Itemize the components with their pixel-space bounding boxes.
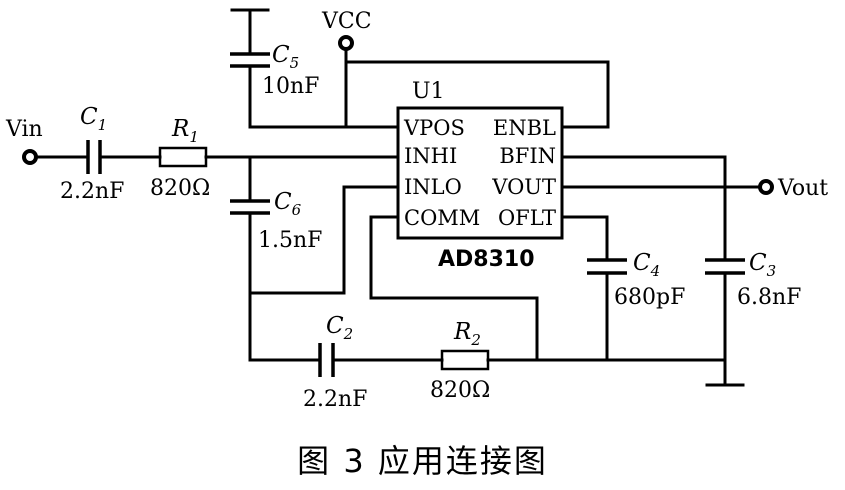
pin-bfin: BFIN [499, 144, 556, 168]
c2-capacitor [318, 343, 335, 377]
vcc-label: VCC [321, 9, 372, 34]
figure-caption: 图 3 应用连接图 [297, 442, 548, 480]
ic-ref-label: U1 [412, 79, 445, 104]
c1-capacitor [86, 140, 102, 174]
c3-symbol: C3 [749, 250, 776, 280]
pin-inhi: INHI [404, 144, 457, 168]
pin-vout: VOUT [491, 175, 556, 199]
vin-label: Vin [5, 117, 43, 142]
pin-vpos: VPOS [403, 116, 465, 140]
pin-oflt: OFLT [498, 206, 556, 230]
r2-symbol: R2 [453, 319, 481, 349]
c5-capacitor [230, 8, 270, 129]
inlo-wire [248, 185, 400, 295]
comm-wire [369, 215, 539, 362]
c6-capacitor [230, 155, 270, 362]
ad8310-chip-body [396, 106, 564, 240]
circuit-schematic: U1 AD8310 VPOS INHI INLO COMM ENBL BFIN … [5, 8, 828, 412]
c2-value: 2.2nF [303, 387, 367, 412]
r1-symbol: R1 [171, 116, 199, 146]
ic-part-label: AD8310 [438, 247, 535, 272]
r1-value: 820Ω [150, 176, 210, 201]
pin-inlo: INLO [404, 175, 462, 199]
vout-terminal [758, 179, 774, 195]
pin-comm: COMM [404, 206, 480, 230]
c1-value: 2.2nF [60, 179, 124, 204]
c1-symbol: C1 [80, 104, 107, 134]
vin-terminal [22, 149, 38, 165]
c2-symbol: C2 [326, 313, 353, 343]
c4-capacitor [587, 215, 627, 362]
r2-resistor [440, 349, 490, 371]
r2-value: 820Ω [430, 378, 490, 403]
pin-enbl: ENBL [493, 116, 556, 140]
r1-resistor [158, 146, 208, 168]
c6-symbol: C6 [274, 189, 302, 219]
c3-capacitor [705, 155, 745, 362]
c3-value: 6.8nF [737, 285, 801, 310]
c4-value: 680pF [614, 285, 685, 310]
ground-wire [705, 358, 745, 387]
c6-value: 1.5nF [258, 228, 322, 253]
vout-label: Vout [777, 176, 828, 201]
c5-symbol: C5 [272, 42, 299, 72]
c5-value: 10nF [262, 74, 319, 99]
vcc-terminal [338, 35, 354, 51]
vcc-net-wires [248, 48, 610, 129]
c4-symbol: C4 [633, 250, 660, 280]
